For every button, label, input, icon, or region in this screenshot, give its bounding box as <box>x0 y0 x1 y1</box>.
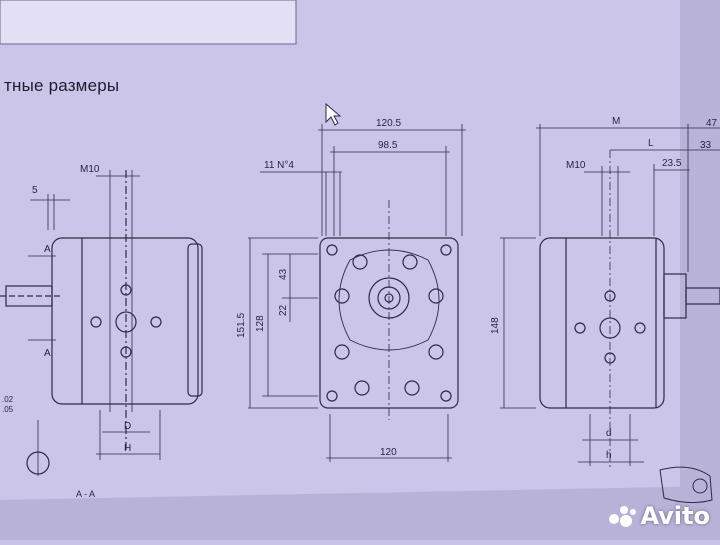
left-body-outline <box>51 237 199 405</box>
cursor-arrow-icon <box>325 102 342 126</box>
left-bolt-right <box>150 316 162 328</box>
label-h-upper: H <box>124 443 131 454</box>
top-panel <box>0 0 297 45</box>
center-corner-hole-tr <box>440 244 452 256</box>
center-bolt-6 <box>428 344 444 360</box>
label-235: 23.5 <box>662 158 682 169</box>
center-bolt-5 <box>334 344 350 360</box>
label-l: L <box>648 138 654 149</box>
label-m: M <box>612 116 620 127</box>
center-gasket <box>338 249 440 351</box>
label-43: 43 <box>278 268 289 280</box>
avito-logo-icon <box>609 506 637 527</box>
center-corner-hole-bl <box>326 390 338 402</box>
label-128: 128 <box>255 315 266 332</box>
left-body-flange <box>187 243 203 397</box>
label-120: 120 <box>380 447 397 458</box>
right-view <box>500 124 720 470</box>
center-corner-hole-tl <box>326 244 338 256</box>
label-1515: 151.5 <box>236 313 247 338</box>
label-thread: 11 N°4 <box>264 160 294 171</box>
left-view <box>0 170 203 476</box>
avito-watermark-text: Avito <box>640 502 710 530</box>
label-1205: 120.5 <box>376 118 401 129</box>
label-five: 5 <box>32 185 38 196</box>
center-bolt-1 <box>352 254 368 270</box>
right-bolt-right <box>634 322 646 334</box>
label-a-top: A <box>44 244 51 255</box>
center-view <box>248 124 466 462</box>
center-bolt-2 <box>402 254 418 270</box>
pump-photo-icon <box>659 466 713 504</box>
label-m10-left: M10 <box>80 164 100 175</box>
center-bolt-8 <box>404 380 420 396</box>
right-edge-shadow <box>680 0 720 540</box>
label-a-bottom: A <box>44 348 51 359</box>
label-h-lower: h <box>606 450 612 461</box>
label-148: 148 <box>490 317 501 334</box>
left-bolt-left <box>90 316 102 328</box>
center-bolt-7 <box>354 380 370 396</box>
avito-watermark: Avito <box>608 502 710 530</box>
right-body-outline <box>539 237 665 409</box>
right-bolt-left <box>574 322 586 334</box>
label-985: 98.5 <box>378 140 398 151</box>
center-bolt-4 <box>428 288 444 304</box>
label-22: 22 <box>278 304 289 316</box>
label-d-upper: D <box>124 421 131 432</box>
right-shaft <box>685 287 720 305</box>
label-tolerance-1: .02 <box>2 395 14 404</box>
center-corner-hole-br <box>440 390 452 402</box>
label-33: 33 <box>700 140 712 151</box>
bottom-shadow <box>0 486 720 540</box>
label-m10-right: M10 <box>566 160 586 171</box>
page-heading: тные размеры <box>4 76 120 95</box>
label-47: 47 <box>706 118 718 129</box>
label-d-lower: d <box>606 428 612 439</box>
label-section-aa: A - A <box>76 489 95 499</box>
label-tolerance-2: .05 <box>2 405 14 414</box>
center-bolt-3 <box>334 288 350 304</box>
